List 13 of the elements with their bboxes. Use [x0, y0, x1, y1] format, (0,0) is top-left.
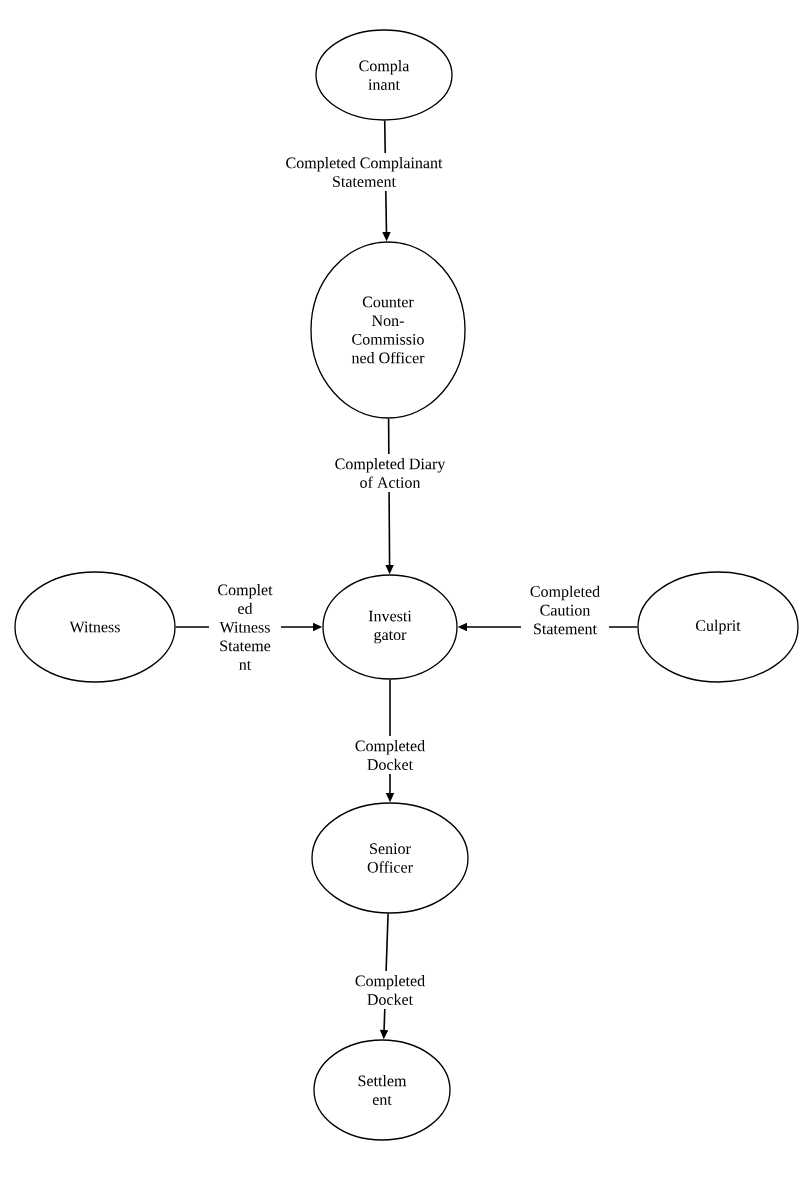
ellipse-node: Investi gator [322, 574, 458, 680]
edge-label: Completed Diary of Action [326, 454, 454, 492]
edge-label: Complet ed Witness Stateme nt [209, 580, 281, 674]
ellipse-node: Counter Non- Commissio ned Officer [310, 241, 466, 419]
edge-label: Completed Complainant Statement [272, 153, 456, 191]
edge-label: Completed Caution Statement [521, 581, 609, 639]
edge-label: Completed Docket [344, 971, 436, 1009]
edge-label: Completed Docket [344, 736, 436, 774]
ellipse-node: Witness [14, 571, 176, 683]
ellipse-node: Senior Officer [311, 802, 469, 914]
ellipse-node: Settlem ent [313, 1039, 451, 1141]
ellipse-node: Culprit [637, 571, 799, 683]
ellipse-node: Compla inant [315, 29, 453, 121]
